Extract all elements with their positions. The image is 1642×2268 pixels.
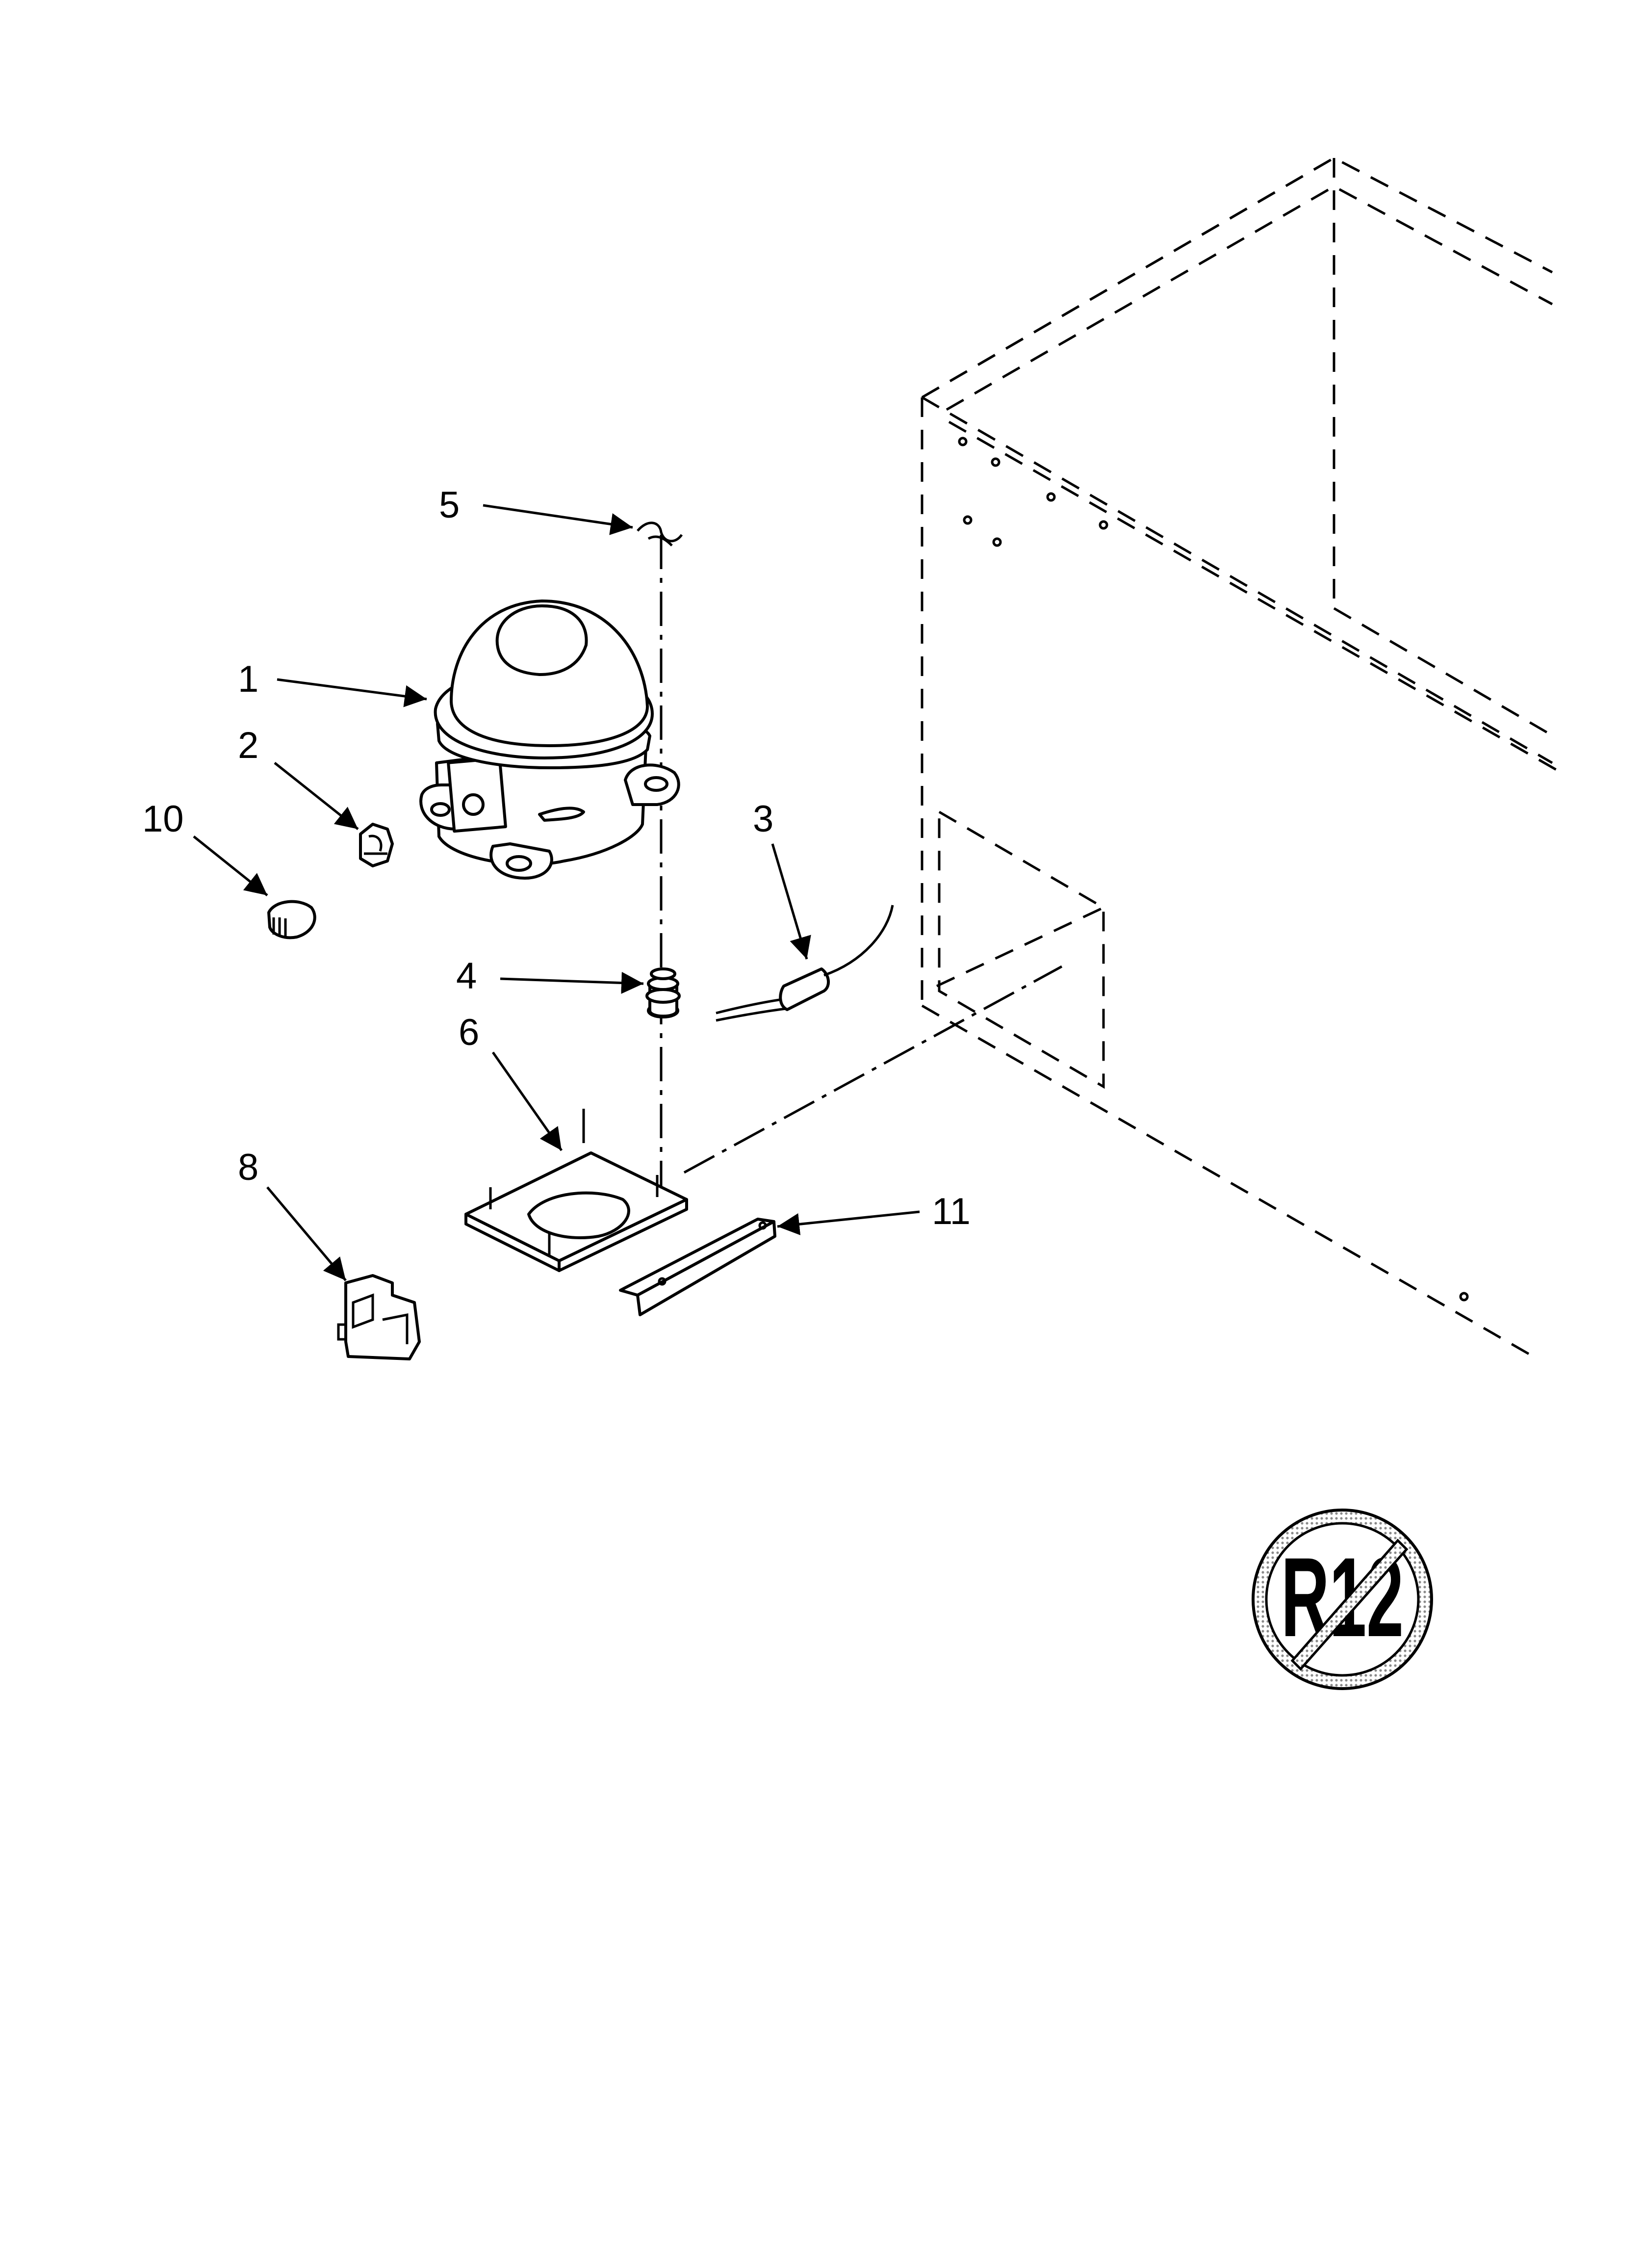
rail-part [619, 1218, 776, 1316]
callout-3: 3 [753, 798, 773, 840]
overload-clip-part [359, 823, 394, 867]
callout-4: 4 [456, 955, 477, 997]
clip-fastener-part [637, 521, 683, 547]
callout-5: 5 [439, 484, 460, 526]
terminal-plug-part [267, 900, 316, 939]
callout-10: 10 [142, 798, 184, 840]
callout-1: 1 [238, 658, 258, 700]
callout-8: 8 [238, 1147, 258, 1188]
rail-centerline [683, 965, 1063, 1174]
callout-2: 2 [238, 725, 258, 766]
grommet-part [645, 967, 681, 1018]
leader-lines [193, 504, 920, 1281]
tube-drier-part [716, 905, 894, 1022]
cabinet-outline [921, 156, 1558, 1360]
base-plate-part [464, 1109, 688, 1272]
start-relay-part [337, 1274, 421, 1360]
callout-11: 11 [932, 1191, 971, 1232]
badge-text: R12 [1281, 1534, 1404, 1660]
no-r12-badge: R12 [1252, 1509, 1433, 1690]
callout-6: 6 [459, 1012, 479, 1053]
compressor-part [419, 600, 680, 880]
